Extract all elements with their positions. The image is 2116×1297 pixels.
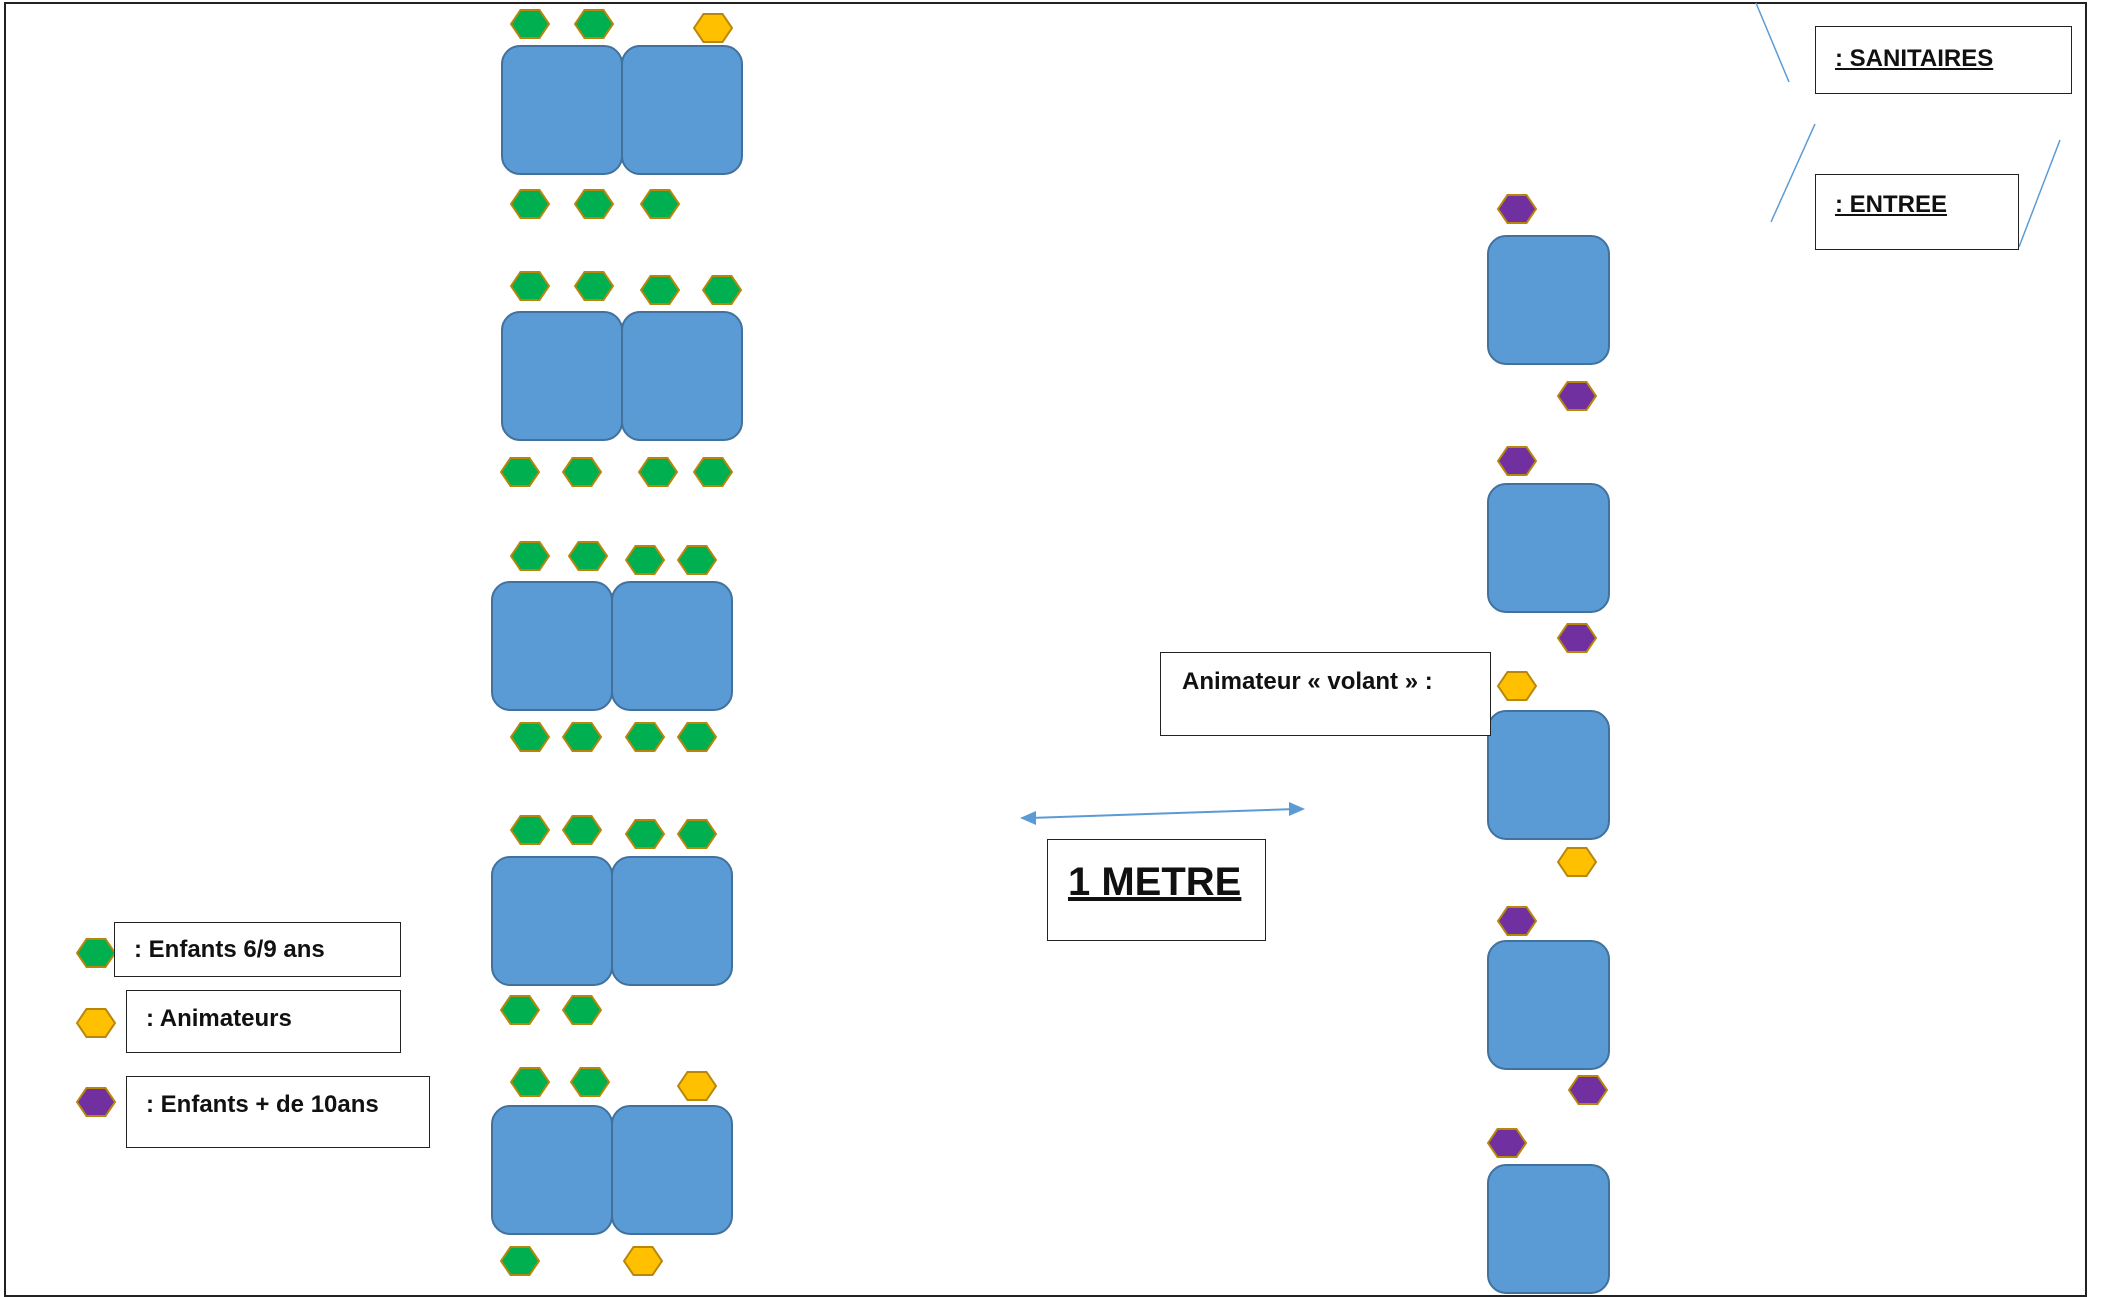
child-10-plus-marker <box>1496 194 1538 224</box>
entree-door-line <box>2018 139 2061 248</box>
animator-marker <box>1556 847 1598 877</box>
child-6-9-marker <box>499 1246 541 1276</box>
table-shape <box>1487 235 1610 365</box>
child-6-9-marker <box>692 457 734 487</box>
table-shape <box>1487 1164 1610 1294</box>
child-6-9-marker <box>637 457 679 487</box>
animator-marker <box>1496 671 1538 701</box>
child-6-9-marker <box>561 995 603 1025</box>
legend-item-animateurs: : Animateurs <box>126 990 401 1053</box>
sanitaires-door-line <box>1755 2 1790 83</box>
child-6-9-marker <box>509 271 551 301</box>
table-shape <box>611 1105 733 1235</box>
child-6-9-marker <box>573 271 615 301</box>
child-10-plus-marker <box>1556 623 1598 653</box>
legend-child-6-9-icon <box>75 938 117 968</box>
entree-door-line <box>1770 123 1816 223</box>
table-shape <box>501 45 623 175</box>
child-6-9-marker <box>509 722 551 752</box>
child-6-9-marker <box>561 815 603 845</box>
table-shape <box>491 856 613 986</box>
arrow-right-head <box>1289 802 1305 816</box>
child-10-plus-marker <box>1567 1075 1609 1105</box>
legend-item-enfants-10-plus: : Enfants + de 10ans <box>126 1076 430 1148</box>
sanitaires-label: : SANITAIRES <box>1815 26 2072 94</box>
animator-marker <box>622 1246 664 1276</box>
table-shape <box>491 581 613 711</box>
table-shape <box>1487 710 1610 840</box>
volant-animator-label: Animateur « volant » : <box>1160 652 1491 736</box>
legend-animator-icon <box>75 1008 117 1038</box>
table-shape <box>501 311 623 441</box>
child-6-9-marker <box>561 457 603 487</box>
child-6-9-marker <box>624 545 666 575</box>
one-metre-arrow-line <box>1029 808 1297 819</box>
table-shape <box>621 311 743 441</box>
child-6-9-marker <box>701 275 743 305</box>
child-6-9-marker <box>573 189 615 219</box>
table-shape <box>621 45 743 175</box>
animator-marker <box>692 13 734 43</box>
child-6-9-marker <box>561 722 603 752</box>
child-6-9-marker <box>499 457 541 487</box>
child-6-9-marker <box>509 815 551 845</box>
table-shape <box>1487 940 1610 1070</box>
table-shape <box>611 856 733 986</box>
child-6-9-marker <box>676 819 718 849</box>
child-6-9-marker <box>676 545 718 575</box>
one-metre-label: 1 METRE <box>1047 839 1266 941</box>
table-shape <box>1487 483 1610 613</box>
child-6-9-marker <box>639 189 681 219</box>
child-6-9-marker <box>509 1067 551 1097</box>
arrow-left-head <box>1020 811 1036 825</box>
child-6-9-marker <box>509 189 551 219</box>
child-6-9-marker <box>624 819 666 849</box>
child-10-plus-marker <box>1556 381 1598 411</box>
child-6-9-marker <box>509 9 551 39</box>
child-6-9-marker <box>569 1067 611 1097</box>
child-10-plus-marker <box>1496 906 1538 936</box>
child-6-9-marker <box>499 995 541 1025</box>
legend-item-enfants-6-9: : Enfants 6/9 ans <box>114 922 401 977</box>
animator-marker <box>676 1071 718 1101</box>
table-shape <box>491 1105 613 1235</box>
child-6-9-marker <box>624 722 666 752</box>
legend-child-10-plus-icon <box>75 1087 117 1117</box>
child-6-9-marker <box>676 722 718 752</box>
child-6-9-marker <box>639 275 681 305</box>
child-6-9-marker <box>567 541 609 571</box>
child-10-plus-marker <box>1496 446 1538 476</box>
table-shape <box>611 581 733 711</box>
child-6-9-marker <box>573 9 615 39</box>
child-10-plus-marker <box>1486 1128 1528 1158</box>
entree-label: : ENTREE <box>1815 174 2019 250</box>
child-6-9-marker <box>509 541 551 571</box>
